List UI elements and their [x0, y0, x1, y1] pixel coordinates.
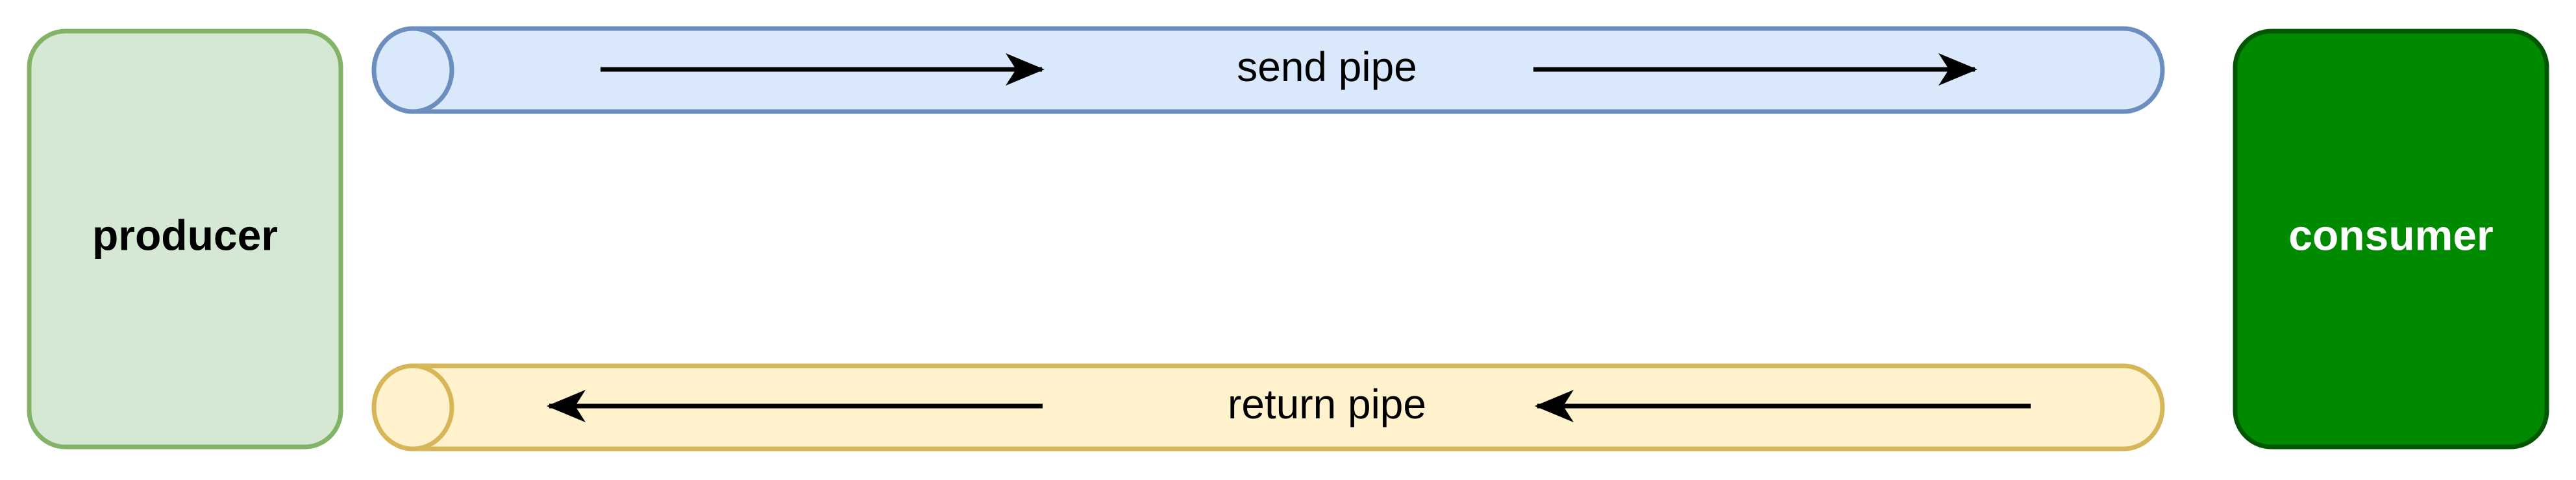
producer-label: producer — [92, 211, 278, 259]
send-pipe-label: send pipe — [1237, 43, 1417, 90]
return-pipe-end-cap — [371, 363, 454, 451]
producer-box — [27, 29, 343, 450]
consumer-box — [2233, 29, 2549, 450]
send-pipe: send pipe — [371, 26, 2165, 114]
return-pipe: return pipe — [371, 363, 2165, 451]
consumer-node: consumer — [2233, 29, 2549, 450]
return-pipe-label: return pipe — [1228, 381, 1426, 427]
producer-node: producer — [27, 29, 343, 450]
consumer-label: consumer — [2288, 211, 2493, 259]
send-pipe-end-cap — [371, 26, 454, 114]
